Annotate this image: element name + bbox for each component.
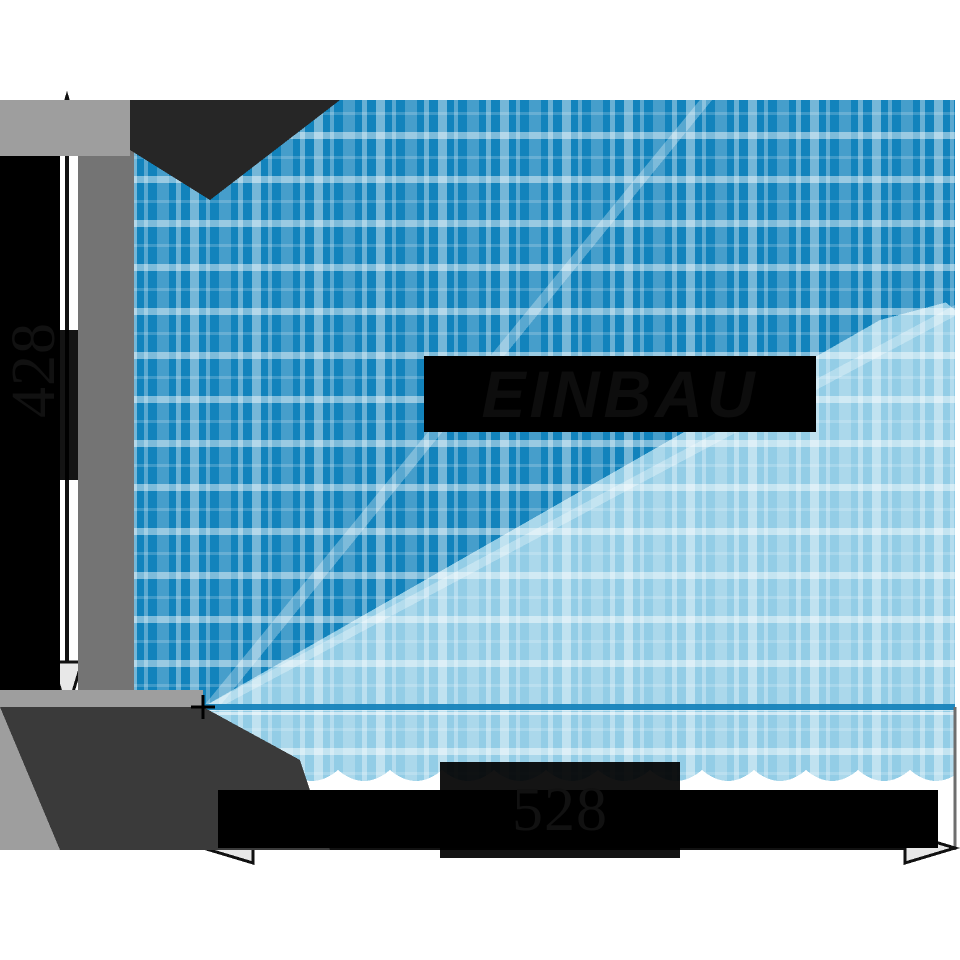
center-cross-icon — [191, 695, 215, 719]
vertical-stripes — [130, 100, 955, 790]
fabric-center-line — [130, 704, 955, 710]
einbau-label: EINBAU — [424, 356, 816, 432]
frame-mask — [0, 100, 938, 850]
einbau-label-text: EINBAU — [481, 357, 759, 431]
fabric-field — [130, 100, 955, 790]
fabric-center-line-highlight — [130, 712, 955, 715]
